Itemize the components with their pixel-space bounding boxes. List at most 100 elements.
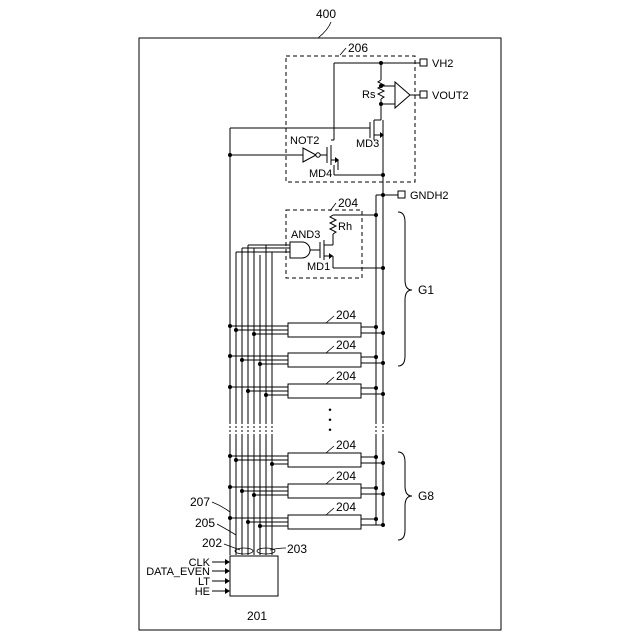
- and3-gate-icon: [290, 242, 310, 258]
- bus-break-marks: [226, 422, 388, 436]
- device-label: 400: [316, 7, 336, 21]
- sense-block-206: [286, 56, 415, 182]
- heater-row-leader: [326, 477, 334, 484]
- input-signals: CLKDATA_EVENLTHE: [146, 557, 230, 598]
- ref-205-leader: [217, 524, 236, 535]
- heater-row-label: 204: [336, 338, 356, 352]
- heater-row: 204: [228, 438, 385, 467]
- heater-element-box[interactable]: [288, 323, 361, 337]
- ellipsis-dot-3: ・: [324, 423, 336, 437]
- input-arrow-icon: [225, 588, 230, 594]
- heater-row: 204: [228, 338, 385, 367]
- heater-vh-node: [374, 517, 378, 521]
- heater-element-box[interactable]: [288, 515, 361, 529]
- brace-g8: [398, 452, 412, 540]
- gndh2-label: GNDH2: [410, 190, 449, 202]
- md4-label: MD4: [309, 168, 332, 180]
- heater-row: 204: [228, 369, 385, 398]
- heater-bus-node: [228, 454, 232, 458]
- heater-gnd-node: [381, 492, 385, 496]
- input-arrow-icon: [225, 568, 230, 574]
- sense-block-leader: [340, 48, 346, 55]
- heater-row-label: 204: [336, 308, 356, 322]
- ref-207-leader: [212, 502, 230, 512]
- heater-bus-node: [246, 389, 250, 393]
- heater-bus-node: [228, 324, 232, 328]
- not2-inverter-icon: [303, 148, 316, 162]
- ref-207-label: 207: [190, 495, 210, 509]
- amp-node-top: [379, 84, 383, 88]
- heater-element-box[interactable]: [288, 484, 361, 498]
- heater-bus-node: [270, 462, 274, 466]
- vh2-label: VH2: [432, 58, 453, 70]
- heater-gnd-node: [381, 392, 385, 396]
- md1-gnd-node: [381, 266, 385, 270]
- drive-ic-201[interactable]: [230, 556, 278, 596]
- sense-block-label: 206: [348, 41, 368, 55]
- not2-bubble: [316, 153, 320, 157]
- heater-bus-node: [228, 485, 232, 489]
- heater-bus-node: [258, 362, 262, 366]
- input-arrow-icon: [225, 578, 230, 584]
- heater-gnd-node: [381, 523, 385, 527]
- heater-row: 204: [228, 308, 385, 337]
- heater-block-label: 204: [338, 196, 358, 210]
- rs-label: Rs: [362, 89, 376, 101]
- heater-row: 204: [228, 500, 385, 529]
- heater-bus-node: [252, 493, 256, 497]
- vout2-terminal[interactable]: [420, 91, 427, 98]
- heater-row-label: 204: [336, 469, 356, 483]
- heater-vh-node: [374, 355, 378, 359]
- heater-row-leader: [326, 377, 334, 384]
- heater-row: 204: [228, 469, 385, 498]
- rh-node: [374, 213, 378, 217]
- md3-label: MD3: [356, 138, 379, 150]
- heater-row-leader: [326, 316, 334, 323]
- group-g1-label: G1: [418, 283, 434, 297]
- ref-205-label: 205: [195, 516, 215, 530]
- md1-arrow-icon: [329, 253, 333, 259]
- amp-node-bottom: [379, 102, 383, 106]
- heater-bus-node: [234, 328, 238, 332]
- heater-element-box[interactable]: [288, 353, 361, 367]
- amplifier-icon: [395, 82, 410, 108]
- rh-label: Rh: [338, 221, 352, 233]
- and3-label: AND3: [291, 229, 320, 241]
- heater-bus-node: [246, 520, 250, 524]
- not2-label: NOT2: [290, 135, 319, 147]
- heater-gnd-node: [381, 331, 385, 335]
- ref-202-label: 202: [202, 536, 222, 550]
- heater-gnd-node: [381, 461, 385, 465]
- heater-bus-node: [228, 385, 232, 389]
- rh-resistor: [330, 215, 336, 234]
- heater-vh-node: [374, 325, 378, 329]
- input-signal-label: HE: [195, 586, 210, 598]
- heater-row-label: 204: [336, 500, 356, 514]
- brace-g1: [398, 212, 412, 366]
- heater-bus-node: [258, 524, 262, 528]
- heater-vh-node: [374, 455, 378, 459]
- heater-bus-node: [240, 358, 244, 362]
- heater-row-leader: [326, 508, 334, 515]
- device-leader: [318, 22, 331, 38]
- heater-element-box[interactable]: [288, 384, 361, 398]
- heater-gnd-node: [381, 361, 385, 365]
- bus-bundle-ellipse-left: [235, 548, 253, 554]
- rs-resistor: [378, 80, 384, 99]
- ref-203-label: 203: [287, 542, 307, 556]
- heater-vh-node: [374, 486, 378, 490]
- md1-label: MD1: [307, 261, 330, 273]
- heater-bus-node: [240, 489, 244, 493]
- group-g8-label: G8: [418, 489, 434, 503]
- heater-row-leader: [326, 346, 334, 353]
- gnd-node: [381, 193, 385, 197]
- heater-bus-node: [228, 516, 232, 520]
- heater-bus-node: [234, 458, 238, 462]
- heater-vh-node: [374, 386, 378, 390]
- heater-element-box[interactable]: [288, 453, 361, 467]
- gndh2-terminal[interactable]: [398, 191, 405, 198]
- vout2-label: VOUT2: [432, 90, 469, 102]
- heater-bus-node: [264, 393, 268, 397]
- vh2-terminal[interactable]: [420, 59, 427, 66]
